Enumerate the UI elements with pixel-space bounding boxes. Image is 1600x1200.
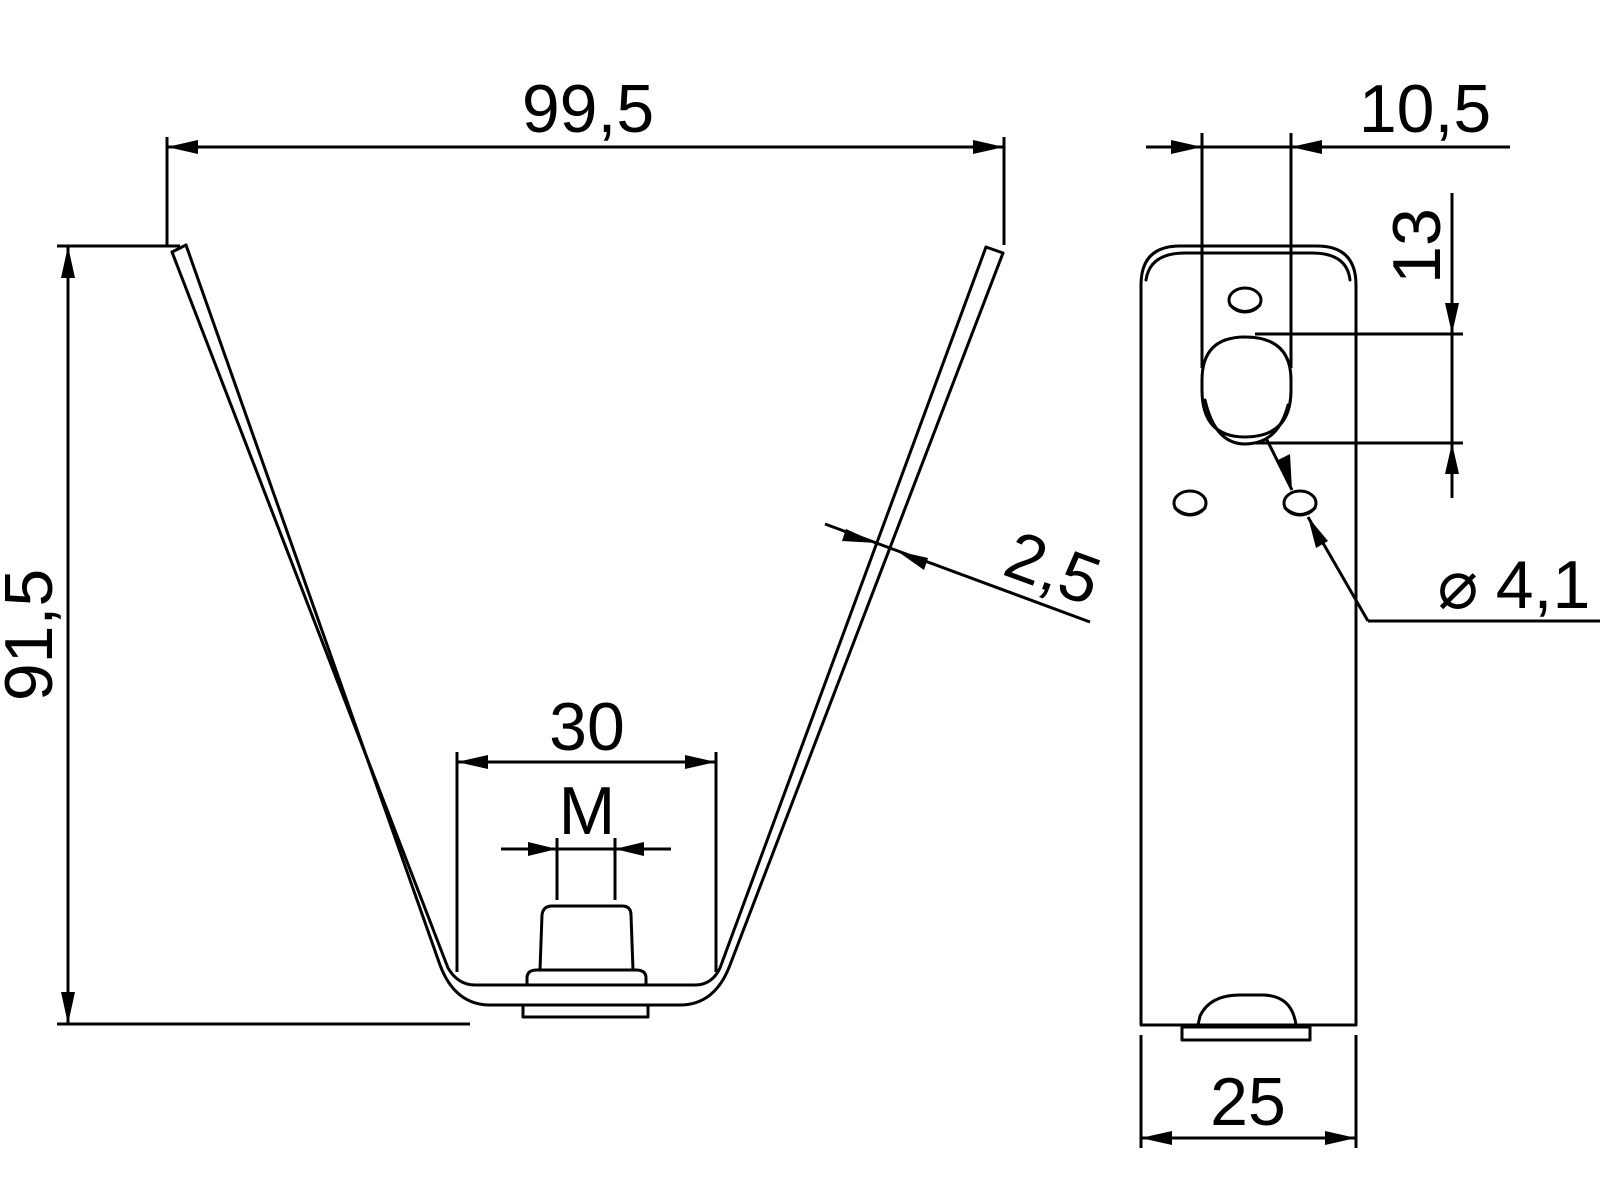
dim-label-bottom-width: 30	[549, 689, 625, 765]
bracket-left-end-cap	[170, 243, 188, 254]
small-hole-left	[1172, 489, 1208, 517]
side-body-top-bevel	[1144, 251, 1352, 282]
dim-label-thread: M	[559, 773, 616, 849]
small-hole-top	[1227, 286, 1263, 314]
dim-label-hole-diameter: 4,1	[1496, 547, 1591, 623]
dim-label-overall-height: 91,5	[0, 569, 67, 701]
dim-overall-height: 91,5	[0, 244, 470, 1026]
side-view: 10,5 13 ⌀ 4,1 25	[1139, 71, 1600, 1148]
dim-side-width: 25	[1139, 1035, 1358, 1148]
bracket-outer-outline	[184, 243, 1005, 1007]
side-stud-dome	[1196, 993, 1298, 1027]
front-view: 99,5 91,5 30 M	[0, 71, 1110, 1026]
dim-label-slot-width: 10,5	[1359, 71, 1491, 147]
bracket-right-end-cap	[984, 245, 1005, 255]
dim-thread: M	[501, 773, 671, 900]
stud-body	[538, 904, 635, 972]
dim-slot-width: 10,5	[1146, 71, 1510, 154]
dim-label-overall-width: 99,5	[522, 71, 654, 147]
small-hole-right	[1282, 489, 1318, 517]
dim-hole-diameter: ⌀ 4,1	[1264, 437, 1600, 623]
slot-hole	[1200, 335, 1293, 439]
dim-slot-length: 13	[1255, 193, 1463, 498]
stud-flange	[525, 968, 648, 987]
dim-bottom-width: 30	[455, 689, 718, 972]
slot-hole-shadow	[1203, 398, 1290, 446]
side-body-outline	[1139, 244, 1358, 1027]
dim-label-diameter-symbol: ⌀	[1438, 547, 1479, 623]
side-stud-washer	[1180, 1025, 1312, 1042]
dim-label-side-width: 25	[1210, 1064, 1286, 1140]
dim-label-slot-length: 13	[1379, 208, 1455, 284]
bracket-inner-outline	[170, 245, 988, 987]
stud-washer	[521, 1003, 650, 1019]
dim-overall-width: 99,5	[165, 71, 1006, 245]
dim-label-thickness: 2,5	[995, 517, 1110, 621]
